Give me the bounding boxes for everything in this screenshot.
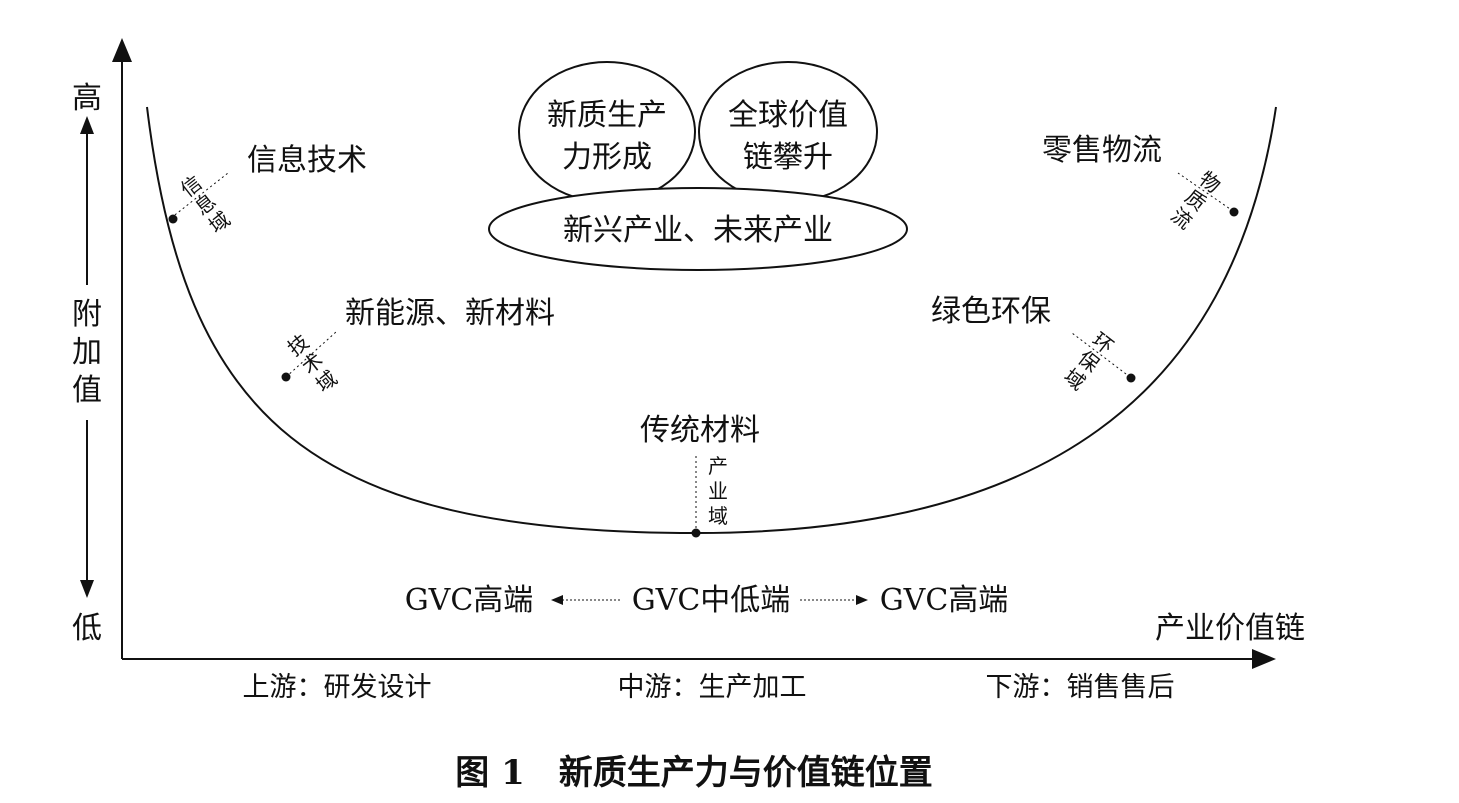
green-env-point <box>1126 373 1136 383</box>
oval-emerging-industries <box>488 187 908 271</box>
y-axis-high-label: 高 <box>72 81 102 116</box>
traditional-domain-char-2: 业 <box>708 479 728 503</box>
y-indicator-down-arrowhead <box>80 580 94 598</box>
traditional-domain-char-3: 域 <box>708 504 728 528</box>
y-axis-label-char-2: 加 <box>72 335 102 370</box>
green-env-label: 绿色环保 <box>931 294 1051 329</box>
traditional-material-label: 传统材料 <box>640 413 760 448</box>
oval-right-line-1: 全球价值 <box>728 98 848 133</box>
energy-domain-dotted-line <box>285 331 337 378</box>
stage-upstream-label: 上游：研发设计 <box>243 672 432 703</box>
y-axis-arrowhead <box>112 38 132 62</box>
gvc-center-label: GVC中低端 <box>632 583 791 618</box>
info-tech-point <box>168 214 178 224</box>
traditional-domain-char-1: 产 <box>708 454 728 478</box>
figure-caption: 图 1 新质生产力与价值链位置 <box>455 753 933 793</box>
retail-logistics-point <box>1229 207 1239 217</box>
gvc-right-label: GVC高端 <box>880 583 1009 618</box>
info-tech-label: 信息技术 <box>247 143 367 178</box>
retail-logistics-label: 零售物流 <box>1042 133 1162 168</box>
info-domain-dotted-line <box>170 172 229 219</box>
y-axis-label-char-3: 值 <box>72 373 102 408</box>
x-axis-arrowhead <box>1252 649 1276 669</box>
gvc-left-label: GVC高端 <box>405 583 534 618</box>
oval-bottom-label: 新兴产业、未来产业 <box>563 213 833 248</box>
energy-material-label: 新能源、新材料 <box>345 296 555 331</box>
y-axis-low-label: 低 <box>72 611 102 646</box>
retail-domain-dotted-line <box>1177 172 1234 212</box>
oval-right-line-2: 链攀升 <box>743 140 833 175</box>
stage-midstream-label: 中游：生产加工 <box>618 672 807 703</box>
green-domain-dotted-line <box>1071 332 1131 378</box>
oval-left-line-2: 力形成 <box>562 140 652 175</box>
x-axis-label: 产业价值链 <box>1155 611 1305 646</box>
y-indicator-up-arrowhead <box>80 116 94 134</box>
y-axis-label-char-1: 附 <box>72 297 102 332</box>
energy-material-point <box>281 372 291 382</box>
traditional-material-point <box>691 528 701 538</box>
stage-downstream-label: 下游：销售售后 <box>986 672 1175 703</box>
oval-left-line-1: 新质生产 <box>547 98 667 133</box>
